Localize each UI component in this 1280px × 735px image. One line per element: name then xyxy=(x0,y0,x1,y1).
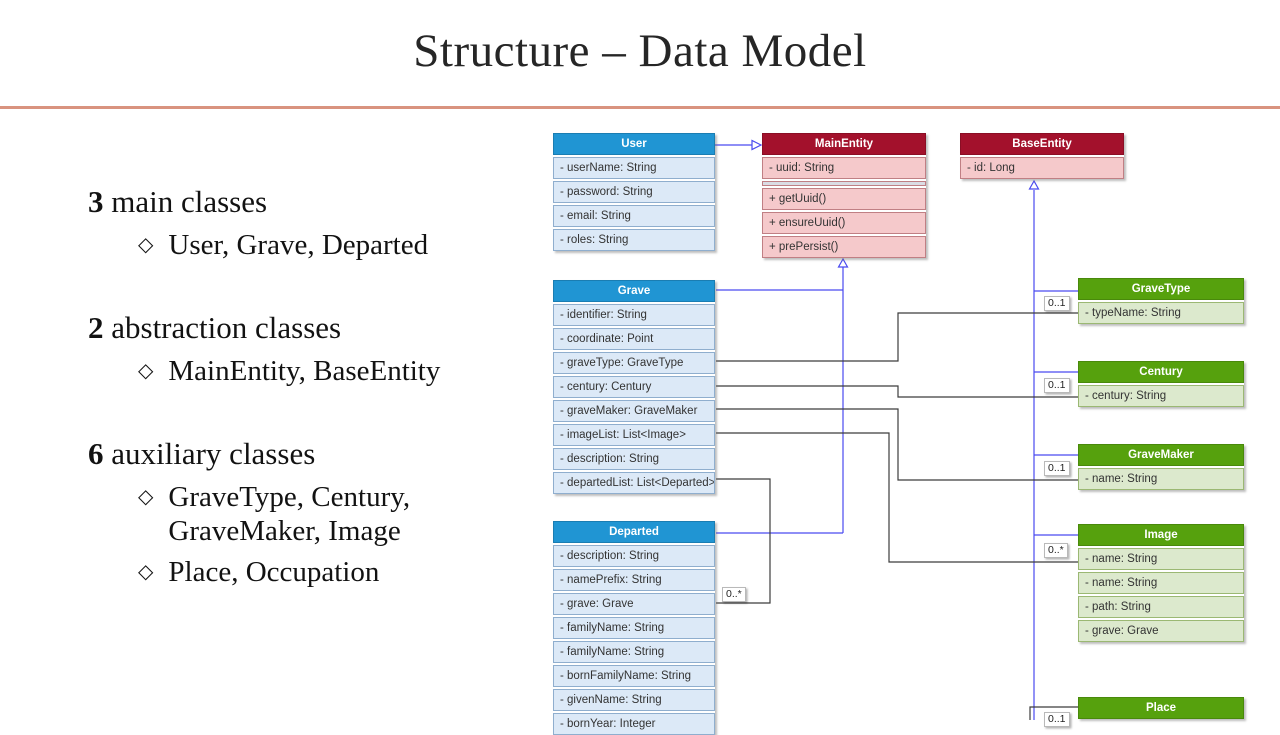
class-attribute: - name: String xyxy=(1078,548,1244,570)
diamond-bullet-icon: ◇ xyxy=(138,360,154,382)
outline-bullet: ◇ Place, Occupation xyxy=(138,555,498,589)
class-box-image: Image - name: String- name: String- path… xyxy=(1078,524,1244,642)
outline-bullet: ◇ GraveType, Century, GraveMaker, Image xyxy=(138,480,498,548)
class-attribute: - graveMaker: GraveMaker xyxy=(553,400,715,422)
hollow-arrow-icon-mainentity-bottom xyxy=(837,257,849,268)
class-attribute: - century: String xyxy=(1078,385,1244,407)
class-attribute: - grave: Grave xyxy=(1078,620,1244,642)
class-attribute: - bornYear: Integer xyxy=(553,713,715,735)
class-title: Image xyxy=(1078,524,1244,546)
class-box-grave: Grave - identifier: String- coordinate: … xyxy=(553,280,715,494)
diamond-bullet-icon: ◇ xyxy=(138,561,154,583)
class-attribute: - name: String xyxy=(1078,572,1244,594)
association-place xyxy=(1029,706,1078,720)
association-grave-gravetype xyxy=(716,312,1078,362)
multiplicity-label-image: 0..* xyxy=(1044,543,1068,558)
class-title: Century xyxy=(1078,361,1244,383)
class-attribute: - identifier: String xyxy=(553,304,715,326)
multiplicity-label-gravemaker: 0..1 xyxy=(1044,461,1070,476)
outline-bullet: ◇ User, Grave, Departed xyxy=(138,228,498,262)
class-attribute: - description: String xyxy=(553,545,715,567)
class-attribute: - password: String xyxy=(553,181,715,203)
outline-bullet: ◇ MainEntity, BaseEntity xyxy=(138,354,498,388)
class-attribute: - name: String xyxy=(1078,468,1244,490)
class-attribute: - century: Century xyxy=(553,376,715,398)
class-attribute: - typeName: String xyxy=(1078,302,1244,324)
class-title: GraveMaker xyxy=(1078,444,1244,466)
class-attribute: - graveType: GraveType xyxy=(553,352,715,374)
class-title: Departed xyxy=(553,521,715,543)
class-attribute: - familyName: String xyxy=(553,641,715,663)
class-box-departed: Departed - description: String- namePref… xyxy=(553,521,715,735)
class-title: GraveType xyxy=(1078,278,1244,300)
class-attribute: - id: Long xyxy=(960,157,1124,179)
outline-heading: 6 auxiliary classes xyxy=(88,435,528,473)
multiplicity-label-century: 0..1 xyxy=(1044,378,1070,393)
outline-bullet-text: MainEntity, BaseEntity xyxy=(168,355,441,387)
class-title: Grave xyxy=(553,280,715,302)
class-attribute: - path: String xyxy=(1078,596,1244,618)
class-method: + prePersist() xyxy=(762,236,926,258)
association-grave-departed xyxy=(716,478,771,604)
outline-count: 6 xyxy=(88,436,104,471)
multiplicity-label-gravetype: 0..1 xyxy=(1044,296,1070,311)
outline-label: main classes xyxy=(103,184,268,219)
class-box-gravemaker: GraveMaker - name: String xyxy=(1078,444,1244,490)
class-attribute: - departedList: List<Departed> xyxy=(553,472,715,494)
class-box-user: User - userName: String- password: Strin… xyxy=(553,133,715,251)
outline-item-abstraction-classes: 2 abstraction classes ◇ MainEntity, Base… xyxy=(88,309,528,388)
class-box-gravetype: GraveType - typeName: String xyxy=(1078,278,1244,324)
outline-label: abstraction classes xyxy=(103,310,342,345)
class-section-divider xyxy=(762,181,926,186)
outline-bullet-text: Place, Occupation xyxy=(168,556,380,588)
outline-label: auxiliary classes xyxy=(103,436,316,471)
class-attribute: - givenName: String xyxy=(553,689,715,711)
outline-count: 3 xyxy=(88,184,104,219)
class-method: + getUuid() xyxy=(762,188,926,210)
class-attribute: - userName: String xyxy=(553,157,715,179)
class-attribute: - namePrefix: String xyxy=(553,569,715,591)
class-box-mainentity: MainEntity - uuid: String + getUuid()+ e… xyxy=(762,133,926,258)
outline-heading: 3 main classes xyxy=(88,183,528,221)
class-attribute: - email: String xyxy=(553,205,715,227)
class-attribute: - familyName: String xyxy=(553,617,715,639)
title-accent-line xyxy=(0,106,1280,109)
outline-count: 2 xyxy=(88,310,104,345)
diamond-bullet-icon: ◇ xyxy=(138,486,154,508)
association-grave-century xyxy=(716,385,1078,398)
class-box-place: Place xyxy=(1078,697,1244,719)
outline-bullet-text: User, Grave, Departed xyxy=(168,229,429,261)
class-attribute: - bornFamilyName: String xyxy=(553,665,715,687)
class-attribute: - description: String xyxy=(553,448,715,470)
outline-bullet-text: GraveType, Century, GraveMaker, Image xyxy=(168,481,411,547)
outline-heading: 2 abstraction classes xyxy=(88,309,528,347)
diamond-bullet-icon: ◇ xyxy=(138,234,154,256)
class-method: + ensureUuid() xyxy=(762,212,926,234)
outline-item-auxiliary-classes: 6 auxiliary classes ◇ GraveType, Century… xyxy=(88,435,528,589)
outline: 3 main classes ◇ User, Grave, Departed 2… xyxy=(88,183,528,589)
association-grave-image xyxy=(716,432,1078,563)
class-attribute: - uuid: String xyxy=(762,157,926,179)
class-box-century: Century - century: String xyxy=(1078,361,1244,407)
slide-title: Structure – Data Model xyxy=(413,25,867,77)
outline-item-main-classes: 3 main classes ◇ User, Grave, Departed xyxy=(88,183,528,262)
class-attribute: - imageList: List<Image> xyxy=(553,424,715,446)
class-title: User xyxy=(553,133,715,155)
association-grave-gravemaker xyxy=(716,408,1078,481)
class-attribute: - grave: Grave xyxy=(553,593,715,615)
class-title: MainEntity xyxy=(762,133,926,155)
class-attribute: - coordinate: Point xyxy=(553,328,715,350)
uml-connector-lines xyxy=(715,139,1078,720)
hollow-arrow-icon-mainentity-left xyxy=(751,139,763,151)
multiplicity-label-departed: 0..* xyxy=(722,587,746,602)
hollow-arrow-icon-baseentity-bottom xyxy=(1028,179,1040,190)
class-title: Place xyxy=(1078,697,1244,719)
class-attribute: - roles: String xyxy=(553,229,715,251)
class-box-baseentity: BaseEntity - id: Long xyxy=(960,133,1124,179)
class-title: BaseEntity xyxy=(960,133,1124,155)
